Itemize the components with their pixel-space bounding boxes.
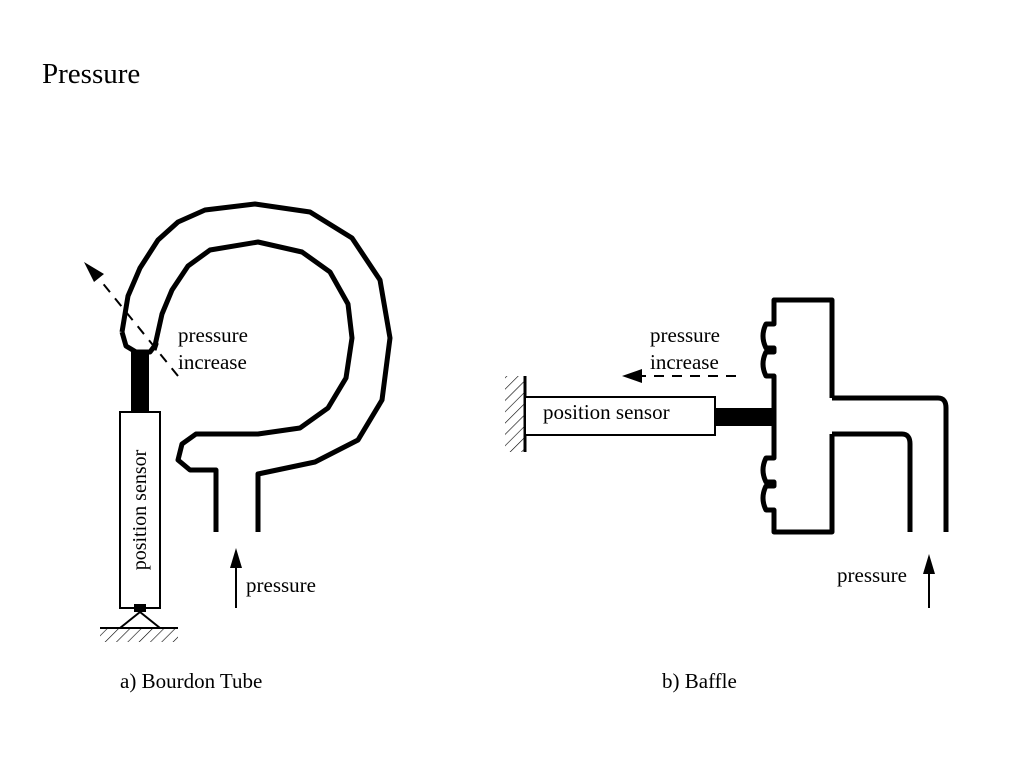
baffle-caption: b) Baffle: [662, 669, 737, 693]
bourdon-mount-block: [134, 604, 146, 612]
bourdon-motion-label-line2: increase: [178, 350, 247, 374]
bourdon-position-sensor: [119, 411, 161, 609]
baffle-input-label: pressure: [837, 563, 907, 587]
bourdon-ground-hatch: [100, 628, 178, 642]
baffle-pipe-inner: [832, 431, 913, 532]
baffle-motion-label-line1: pressure: [650, 323, 720, 347]
bourdon-position-sensor-label: position sensor: [129, 449, 151, 570]
slide-title: Pressure: [42, 58, 141, 90]
bourdon-motion-arrowhead: [84, 262, 104, 282]
bourdon-linkage-rod: [131, 352, 149, 412]
baffle-input-arrowhead: [923, 554, 935, 574]
bourdon-mount-triangle: [119, 611, 161, 629]
bourdon-motion-arrow-line: [91, 269, 179, 377]
baffle-motion-label-line2: increase: [650, 350, 719, 374]
baffle-linkage-rod: [715, 408, 775, 426]
bourdon-input-arrowhead: [230, 548, 242, 568]
bourdon-input-label: pressure: [246, 573, 316, 597]
bourdon-motion-label-line1: pressure: [178, 323, 248, 347]
baffle-bellows-chamber: [760, 297, 835, 535]
bourdon-tube-outer-wall: [119, 201, 393, 532]
bourdon-tube-figure: position sensor pressure increase pressu…: [84, 201, 393, 693]
baffle-position-sensor-label: position sensor: [543, 400, 670, 424]
baffle-motion-arrowhead: [622, 369, 642, 383]
baffle-figure: position sensor pressure increase pressu…: [505, 297, 949, 693]
bourdon-caption: a) Bourdon Tube: [120, 669, 262, 693]
bourdon-tube-inner-wall: [151, 239, 355, 532]
baffle-pipe-outer: [832, 395, 949, 532]
baffle-wall-hatch: [505, 376, 525, 452]
